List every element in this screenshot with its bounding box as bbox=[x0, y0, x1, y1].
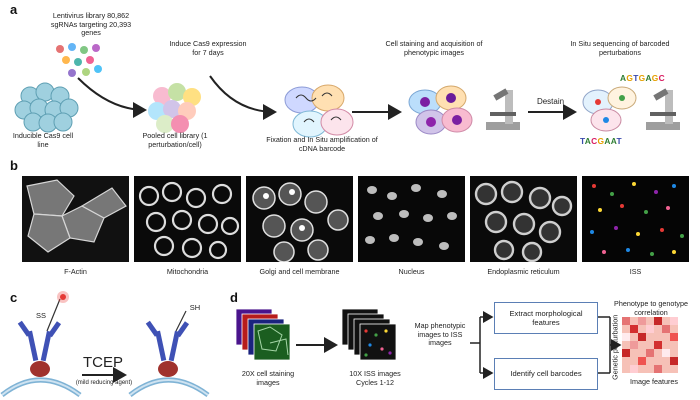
iss-cells-icon bbox=[583, 87, 636, 131]
antibody-right-icon bbox=[146, 321, 189, 362]
micrograph-iss bbox=[582, 176, 689, 262]
stained-cells-icon bbox=[409, 86, 472, 134]
micrograph-er bbox=[470, 176, 577, 262]
label-nucleus: Nucleus bbox=[358, 267, 465, 276]
heatmap-x-label: Image features bbox=[626, 378, 682, 387]
iss-label: In Situ sequencing of barcoded perturbat… bbox=[560, 40, 680, 57]
label-f-actin: F-Actin bbox=[22, 267, 129, 276]
panel-letter-b: b bbox=[10, 158, 18, 173]
destain-label: Destain bbox=[528, 98, 573, 107]
extract-features-box: Extract morphological features bbox=[494, 302, 598, 334]
label-golgi: Golgi and cell membrane bbox=[246, 267, 353, 276]
sh-group-label: SH bbox=[180, 304, 210, 313]
microscope-2-icon bbox=[646, 88, 680, 130]
micrograph-mitochondria bbox=[134, 176, 241, 262]
pooled-cells-icon bbox=[148, 83, 201, 133]
cell-line-icon bbox=[15, 83, 78, 132]
antibody-left-icon bbox=[18, 321, 61, 362]
sequence-2: TACGAAT bbox=[580, 136, 622, 146]
staining-image-stack-icon bbox=[236, 309, 290, 360]
fixed-cells-icon bbox=[285, 85, 353, 137]
map-label: Map phenotypic images to ISS images bbox=[408, 322, 472, 348]
micrograph-golgi bbox=[246, 176, 353, 262]
fixation-label: Fixation and In Situ amplification of cD… bbox=[262, 136, 382, 153]
induce-label: Induce Cas9 expression for 7 days bbox=[168, 40, 248, 57]
label-mitochondria: Mitochondria bbox=[134, 267, 241, 276]
heatmap-y-label: Genetic perturbation bbox=[612, 314, 621, 380]
library-label: Lentivirus library 80,862 sgRNAs targeti… bbox=[46, 12, 136, 38]
stack2-label: 10X ISS images Cycles 1-12 bbox=[340, 370, 410, 387]
ss-group-label: SS bbox=[26, 312, 56, 321]
sequence-1: AGTGAGC bbox=[620, 73, 665, 83]
label-er: Endoplasmic reticulum bbox=[470, 267, 577, 276]
cell-line-label: Inducible Cas9 cell line bbox=[8, 132, 78, 149]
microscope-icon bbox=[486, 88, 520, 130]
correlation-heatmap-icon bbox=[622, 317, 678, 373]
heatmap-title: Phenotype to genotype correlation bbox=[608, 300, 694, 317]
pooled-label: Pooled cell library (1 perturbation/cell… bbox=[130, 132, 220, 149]
micrograph-nucleus bbox=[358, 176, 465, 262]
tcep-label: TCEP bbox=[78, 355, 128, 371]
micrograph-f-actin bbox=[22, 176, 129, 262]
tcep-note: (mild reducing agent) bbox=[62, 380, 146, 387]
identify-barcodes-box: Identify cell barcodes bbox=[494, 358, 598, 390]
label-iss: ISS bbox=[582, 267, 689, 276]
stack1-label: 20X cell staining images bbox=[238, 370, 298, 387]
staining-label: Cell staining and acquisition of phenoty… bbox=[384, 40, 484, 57]
iss-image-stack-icon bbox=[342, 309, 396, 360]
lentivirus-icon bbox=[56, 43, 102, 77]
